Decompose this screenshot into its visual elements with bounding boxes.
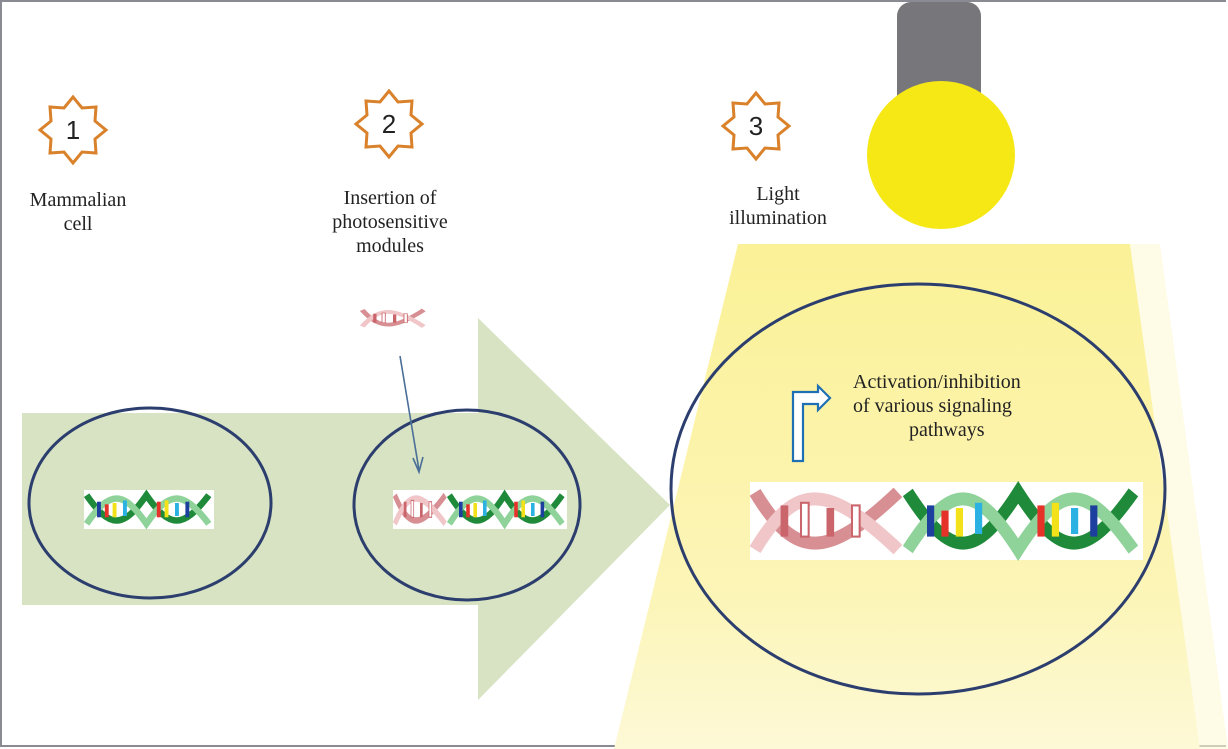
- step-2-label: Insertion of photosensitive modules: [310, 186, 470, 258]
- step-1-number: 1: [65, 115, 81, 145]
- step-2-badge: [353, 88, 425, 160]
- step-3-label-line: Light: [756, 183, 800, 205]
- step-1-label: Mammalian cell: [8, 188, 148, 236]
- step-3-label-line: illumination: [729, 207, 827, 229]
- step-1-label-line: Mammalian: [29, 189, 127, 211]
- eight-point-star-icon: [37, 94, 109, 166]
- cell-2-outline: [352, 408, 582, 602]
- dna-icon: [903, 482, 1143, 560]
- light-bulb-icon: [867, 81, 1015, 229]
- inserted-dna-icon: [750, 482, 903, 560]
- eight-point-star-icon: [720, 90, 792, 162]
- cell-3-outline: [669, 282, 1167, 696]
- step-2-label-line: Insertion of: [343, 187, 437, 209]
- insertion-arrow-head: [412, 456, 424, 475]
- step-2-label-line: photosensitive: [332, 211, 448, 233]
- cell-1-outline: [27, 406, 273, 600]
- step-3-number: 3: [748, 111, 764, 141]
- outcome-label: Activation/inhibition of various signali…: [853, 370, 1093, 442]
- dna-icon: [447, 490, 567, 529]
- outcome-label-line: pathways: [909, 419, 985, 441]
- outcome-label-line: Activation/inhibition: [853, 371, 1021, 393]
- eight-point-star-icon: [353, 88, 425, 160]
- step-3-label: Light illumination: [708, 182, 848, 230]
- outcome-label-line: of various signaling: [853, 395, 1012, 417]
- light-beam-fade: [1130, 244, 1228, 749]
- step-2-label-line: modules: [356, 235, 424, 257]
- step-2-number: 2: [381, 109, 397, 139]
- step-3-badge: [720, 90, 792, 162]
- bent-arrow-icon: [791, 383, 832, 463]
- dna-icon: [84, 490, 214, 529]
- step-1-badge: [37, 94, 109, 166]
- process-arrow: [22, 318, 670, 700]
- step-1-label-line: cell: [63, 213, 93, 235]
- insertion-arrow: [399, 355, 420, 471]
- photosensitive-module-icon: [360, 307, 426, 330]
- inserted-dna-icon: [393, 490, 447, 529]
